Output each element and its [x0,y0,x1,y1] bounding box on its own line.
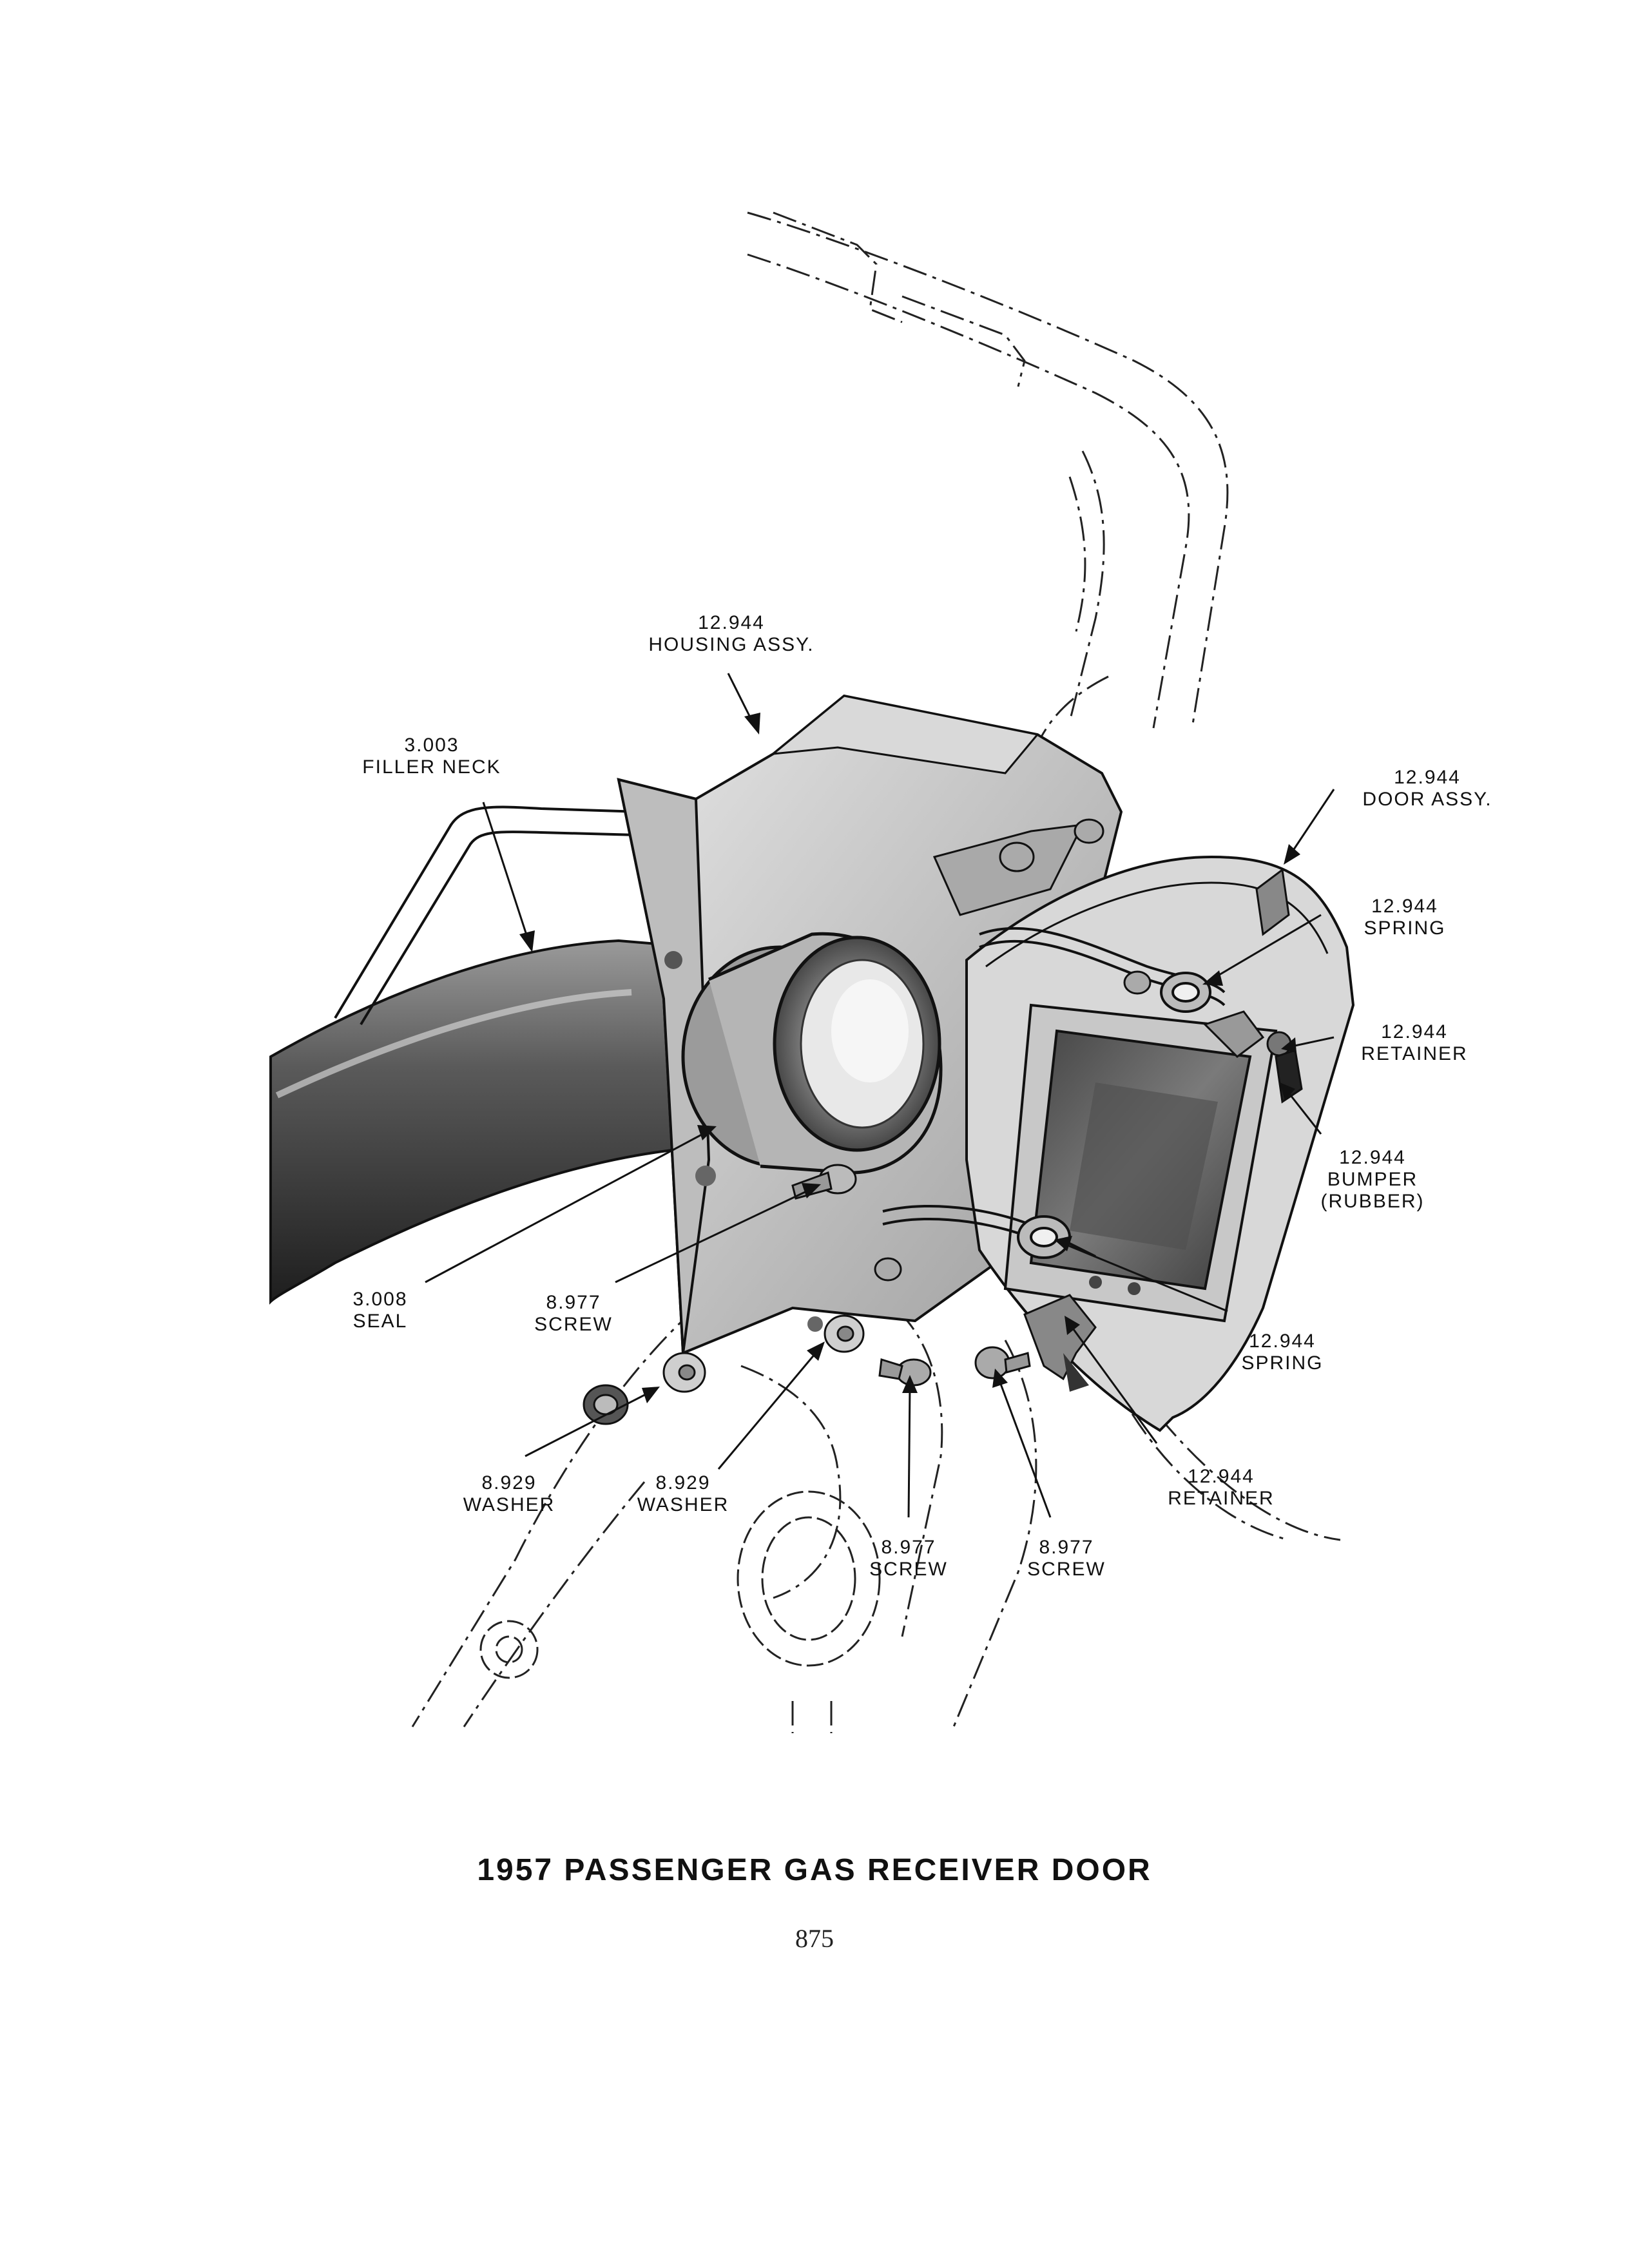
label-housing-assy: 12.944 HOUSING ASSY. [635,612,828,656]
label-spring-top-name: SPRING [1364,918,1446,939]
label-door-name: DOOR ASSY. [1362,789,1492,810]
label-retainer-bottom-name: RETAINER [1168,1488,1275,1509]
label-screw-mid-name: SCREW [869,1559,948,1580]
label-washer-mid-part: 8.929 [655,1472,711,1494]
label-screw-mid: 8.977 SCREW [851,1537,967,1581]
label-screw-right-name: SCREW [1027,1559,1106,1580]
label-washer-mid: 8.929 WASHER [619,1472,747,1516]
hardware [583,818,1152,1425]
label-spring-bottom-part: 12.944 [1249,1331,1316,1352]
label-seal-name: SEAL [352,1311,408,1332]
label-screw-left-part: 8.977 [546,1292,601,1313]
label-washer-mid-name: WASHER [637,1494,729,1515]
label-housing-name: HOUSING ASSY. [648,634,815,655]
label-washer-left-name: WASHER [463,1494,555,1515]
label-filler-neck: 3.003 FILLER NECK [335,735,528,778]
label-screw-left: 8.977 SCREW [516,1292,631,1336]
label-seal-part: 3.008 [352,1289,408,1310]
spring-bottom [882,1204,1096,1259]
label-screw-right: 8.977 SCREW [1008,1537,1124,1581]
label-washer-left: 8.929 WASHER [445,1472,574,1516]
label-retainer-bottom-part: 12.944 [1188,1466,1255,1487]
label-door-assy: 12.944 DOOR ASSY. [1340,767,1514,811]
label-spring-top: 12.944 SPRING [1340,896,1469,939]
label-bumper-name2: (RUBBER) [1320,1191,1425,1212]
leader-arrowheads [519,713,1300,1403]
door-assembly [965,855,1355,1432]
label-filler-neck-name: FILLER NECK [362,756,501,778]
label-screw-left-name: SCREW [534,1314,613,1335]
label-washer-left-part: 8.929 [481,1472,537,1494]
label-retainer-top-name: RETAINER [1361,1043,1468,1064]
label-screw-right-part: 8.977 [1039,1537,1094,1558]
phantom-round-openings [479,1490,881,1679]
label-retainer-bottom: 12.944 RETAINER [1147,1466,1295,1510]
label-housing-part: 12.944 [698,612,765,633]
label-bumper-part: 12.944 [1339,1147,1406,1168]
seal-ring [681,932,943,1175]
label-retainer-top: 12.944 RETAINER [1340,1021,1489,1065]
spring-top [979,927,1226,1013]
label-filler-neck-part: 3.003 [404,735,459,756]
figure-caption: 1957 PASSENGER GAS RECEIVER DOOR [477,1853,1152,1887]
label-retainer-top-part: 12.944 [1381,1021,1448,1043]
page-number: 875 [795,1924,834,1953]
label-seal: 3.008 SEAL [329,1289,432,1332]
label-bumper-rubber: 12.944 BUMPER (RUBBER) [1302,1147,1443,1213]
label-door-part: 12.944 [1394,767,1461,788]
retainer-bottom [1023,1294,1097,1392]
label-screw-mid-part: 8.977 [881,1537,936,1558]
label-spring-bottom-name: SPRING [1241,1352,1324,1374]
label-spring-top-part: 12.944 [1371,896,1438,917]
label-bumper-name: BUMPER [1327,1169,1418,1190]
filler-neck-tube [269,939,711,1305]
label-spring-bottom: 12.944 SPRING [1218,1331,1347,1374]
